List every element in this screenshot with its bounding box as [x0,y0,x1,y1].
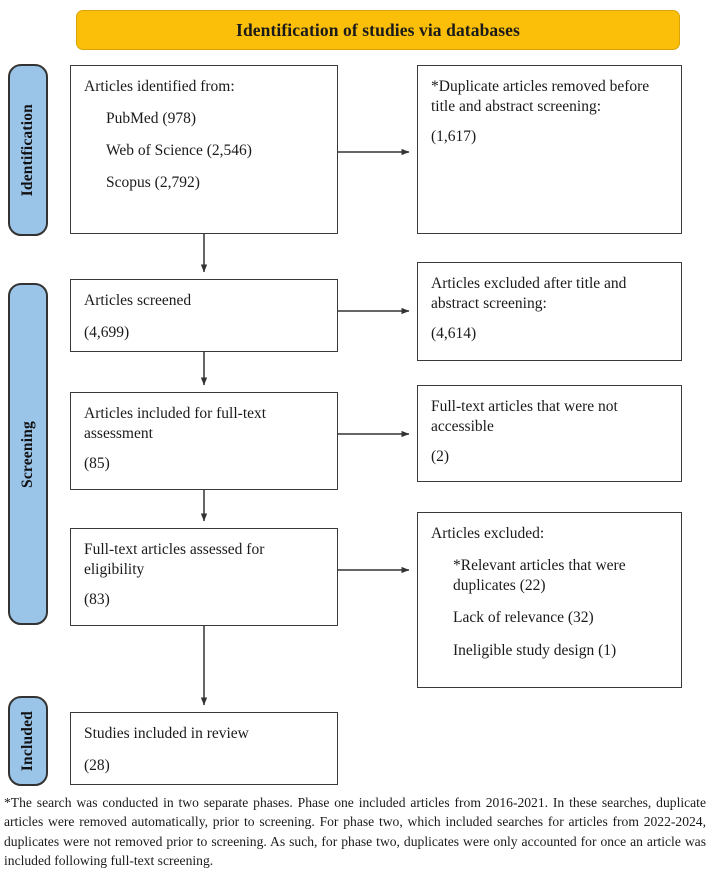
box-duplicates-removed: *Duplicate articles removed before title… [417,65,682,234]
box-articles-included-fulltext: Articles included for full-text assessme… [70,392,338,490]
box-fulltext-assessed-eligibility: Full-text articles assessed for eligibil… [70,528,338,626]
box-articles-identified-heading: Articles identified from: [84,78,235,95]
box-studies-included-count: (28) [84,757,110,775]
box-fulltext-assessed-eligibility-heading: Full-text articles assessed for eligibil… [84,541,265,579]
diagram-banner: Identification of studies via databases [76,10,680,50]
box-articles-identified-source-pubmed: PubMed (978) [106,110,196,128]
box-excluded-fulltext: Articles excluded: *Relevant articles th… [417,512,682,688]
box-fulltext-not-accessible-heading: Full-text articles that were not accessi… [431,398,618,436]
box-duplicates-removed-heading: *Duplicate articles removed before title… [431,78,650,116]
box-studies-included: Studies included in review (28) [70,712,338,785]
box-excluded-title-abstract-count: (4,614) [431,325,477,343]
box-articles-included-fulltext-heading: Articles included for full-text assessme… [84,405,267,443]
box-articles-identified-source-wos: Web of Science (2,546) [106,142,252,160]
box-articles-screened: Articles screened (4,699) [70,279,338,352]
box-articles-identified-source-scopus: Scopus (2,792) [106,174,200,192]
box-fulltext-not-accessible-count: (2) [431,448,450,466]
box-excluded-title-abstract: Articles excluded after title and abstra… [417,262,682,361]
phase-tab-identification: Identification [8,64,48,236]
banner-title: Identification of studies via databases [236,19,520,40]
box-articles-screened-heading: Articles screened [84,292,192,309]
box-excluded-fulltext-heading: Articles excluded: [431,525,545,542]
phase-tab-included: Included [8,696,48,786]
footnote-text: *The search was conducted in two separat… [4,795,706,869]
box-excluded-fulltext-reason-design: Ineligible study design (1) [453,641,617,659]
box-excluded-title-abstract-heading: Articles excluded after title and abstra… [431,275,627,313]
box-articles-included-fulltext-count: (85) [84,455,110,473]
box-fulltext-assessed-eligibility-count: (83) [84,591,110,609]
box-excluded-fulltext-reason-relevance: Lack of relevance (32) [453,609,594,627]
box-studies-included-heading: Studies included in review [84,725,249,742]
box-duplicates-removed-count: (1,617) [431,128,477,146]
box-articles-identified: Articles identified from: PubMed (978) W… [70,65,338,234]
box-fulltext-not-accessible: Full-text articles that were not accessi… [417,385,682,482]
box-articles-screened-count: (4,699) [84,324,130,342]
phase-tab-screening: Screening [8,283,48,625]
box-excluded-fulltext-reason-duplicates: *Relevant articles that were duplicates … [453,557,626,595]
